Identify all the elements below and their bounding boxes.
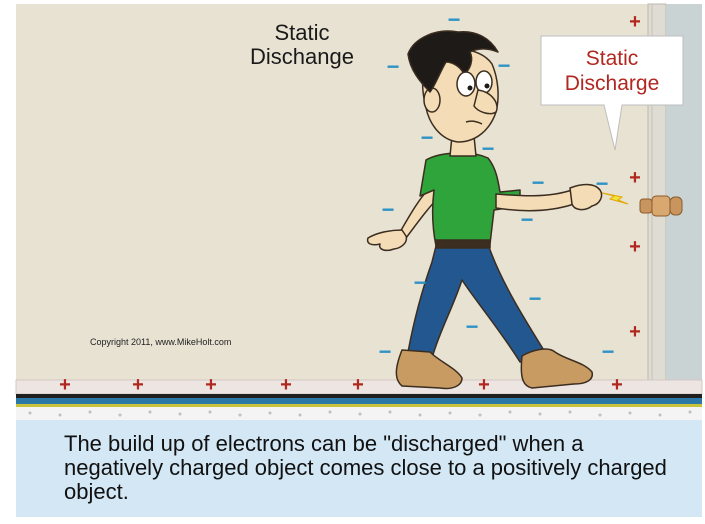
title-line-1: Static <box>274 20 329 45</box>
caption-box: The build up of electrons can be "discha… <box>16 420 702 517</box>
eye-left <box>457 72 475 96</box>
negative-charge: − <box>521 207 534 232</box>
positive-charge: + <box>478 374 490 396</box>
negative-charge: − <box>482 136 495 161</box>
negative-charge: − <box>498 53 511 78</box>
negative-charge: − <box>602 339 615 364</box>
callout-line-1: Static <box>586 47 639 70</box>
positive-charge: + <box>629 236 641 258</box>
negative-charge: − <box>529 286 542 311</box>
copyright-notice: Copyright 2011, www.MikeHolt.com <box>90 337 231 347</box>
positive-charge: + <box>629 321 641 343</box>
negative-charge: − <box>387 54 400 79</box>
positive-charge: + <box>132 374 144 396</box>
negative-charge: − <box>532 170 545 195</box>
positive-charge: + <box>59 374 71 396</box>
negative-charge: − <box>448 7 461 32</box>
caption-text: The build up of electrons can be "discha… <box>64 432 684 504</box>
ear <box>424 88 440 112</box>
door-knob <box>640 196 682 216</box>
negative-charge: − <box>379 339 392 364</box>
positive-charge: + <box>205 374 217 396</box>
negative-charge: − <box>466 314 479 339</box>
floor-carpet <box>16 394 702 420</box>
title-line-2: Dischange <box>250 44 354 69</box>
negative-charge: − <box>421 125 434 150</box>
callout-line-2: Discharge <box>565 72 660 95</box>
negative-charge: − <box>382 197 395 222</box>
positive-charge: + <box>629 11 641 33</box>
belt <box>436 240 490 248</box>
positive-charge: + <box>611 374 623 396</box>
positive-charge: + <box>352 374 364 396</box>
positive-charge: + <box>629 167 641 189</box>
negative-charge: − <box>414 270 427 295</box>
positive-charge: + <box>280 374 292 396</box>
negative-charge: − <box>596 171 609 196</box>
